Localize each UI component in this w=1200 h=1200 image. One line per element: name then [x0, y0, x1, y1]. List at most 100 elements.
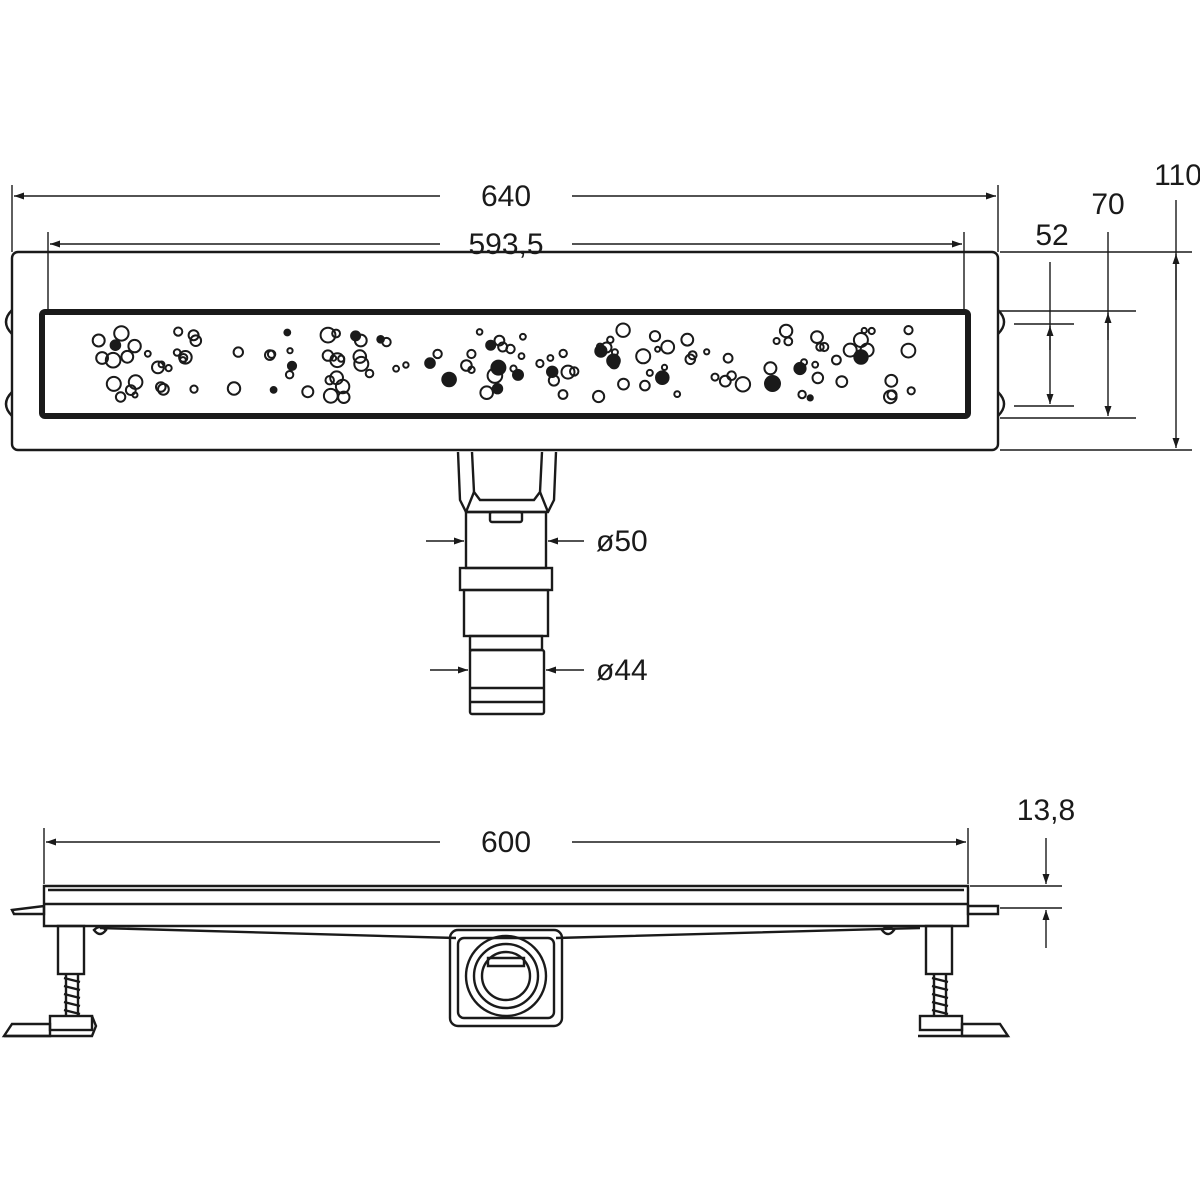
grate-hole — [143, 349, 152, 358]
leveling-foot-left — [1, 924, 108, 1038]
grate-hole — [546, 365, 559, 378]
grate-hole — [392, 364, 401, 373]
grate-hole — [680, 332, 695, 347]
grate-hole — [763, 361, 778, 376]
grate-hole — [726, 370, 737, 382]
grate-hole — [479, 385, 495, 401]
grate-hole — [819, 341, 830, 353]
grate — [39, 309, 971, 419]
outlet-front — [448, 928, 564, 1028]
grate-hole — [867, 326, 876, 336]
side-view — [1, 884, 1011, 1038]
grate-hole — [778, 323, 794, 339]
grate-hole — [460, 359, 473, 372]
grate-hole — [592, 389, 606, 404]
grate-hole — [772, 337, 781, 345]
channel-frame — [42, 884, 970, 928]
grate-hole — [284, 370, 295, 380]
grate-hole — [811, 360, 820, 369]
grate-hole — [329, 352, 346, 369]
grate-hole — [490, 359, 507, 376]
grate-hole — [127, 374, 144, 390]
grate-hole — [269, 386, 278, 394]
dimension-overall-length: 640 — [11, 180, 999, 252]
grate-hole — [322, 387, 339, 404]
grate-hole — [178, 350, 193, 365]
frame-side-clips — [4, 309, 1006, 417]
grate-hole — [886, 389, 898, 401]
channel-flange — [10, 904, 46, 916]
grate-hole — [157, 382, 170, 396]
grate-hole — [331, 328, 342, 339]
leveling-foot-right — [880, 924, 1011, 1038]
grate-hole — [512, 368, 524, 381]
grate-hole — [120, 349, 135, 364]
dim-label-d50: ø50 — [596, 525, 648, 558]
grate-hole — [283, 328, 292, 337]
dim-label-110: 110 — [1154, 159, 1200, 192]
dim-label-52: 52 — [1035, 219, 1068, 252]
grate-hole — [606, 335, 615, 344]
grate-hole — [595, 342, 605, 351]
grate-hole — [91, 333, 106, 348]
grate-hole — [424, 357, 436, 369]
siphon-outlet — [456, 451, 558, 716]
grate-hole — [811, 371, 825, 385]
grate-hole — [835, 375, 849, 389]
grate-hole — [903, 325, 914, 336]
grate-hole — [109, 339, 122, 352]
grate-hole — [353, 333, 368, 348]
grate-hole — [364, 368, 375, 379]
dimension-grate-length: 593,5 — [47, 228, 965, 310]
grate-hole — [884, 373, 899, 388]
grate-hole — [114, 391, 127, 403]
grate-hole — [124, 384, 137, 397]
dim-label-d44: ø44 — [596, 654, 648, 687]
grate-hole — [560, 364, 576, 380]
grate-hole — [189, 384, 199, 394]
grate-hole — [226, 381, 242, 396]
grate-hole — [764, 375, 781, 392]
grate-hole — [639, 379, 651, 392]
grate-hole — [606, 353, 621, 369]
grate-hole — [173, 326, 184, 337]
grate-hole — [189, 334, 203, 348]
grate-hole — [301, 385, 315, 399]
grate-hole — [546, 354, 555, 362]
grate-hole — [655, 370, 670, 386]
grate-hole — [286, 360, 298, 371]
grate-hole — [105, 375, 122, 392]
dimension-outlet-diameter: ø50 — [426, 525, 648, 558]
grate-hole — [466, 348, 477, 360]
dimension-height-110: 110 — [1000, 159, 1200, 451]
grate-hole — [443, 372, 457, 386]
grate-hole — [660, 339, 676, 355]
grate-hole — [722, 352, 734, 364]
grate-hole — [493, 334, 506, 347]
dimension-connector-diameter: ø44 — [430, 654, 648, 687]
grate-hole — [155, 381, 167, 393]
grate-hole — [900, 342, 917, 359]
grate-hole — [151, 360, 165, 375]
grate-hole — [104, 351, 122, 369]
grate-hole — [660, 363, 669, 371]
grate-hole — [673, 390, 682, 399]
dimension-height-70: 70 — [1000, 188, 1136, 419]
grate-hole — [486, 367, 504, 384]
grate-hole — [600, 341, 613, 354]
top-view — [4, 250, 1006, 716]
grate-hole — [485, 339, 497, 351]
grate-hole — [635, 348, 652, 365]
dim-label-640: 640 — [481, 180, 531, 213]
grate-hole — [806, 394, 814, 402]
grate-hole — [353, 355, 370, 372]
grate-hole — [535, 358, 545, 369]
grate-hole — [264, 349, 276, 361]
grate-hole — [797, 389, 807, 400]
grate-hole — [432, 348, 443, 360]
bubble-pattern-icon — [91, 322, 917, 405]
dimension-frame-height: 13,8 — [970, 794, 1075, 948]
grate-hole — [906, 386, 916, 396]
grate-hole — [810, 330, 824, 345]
